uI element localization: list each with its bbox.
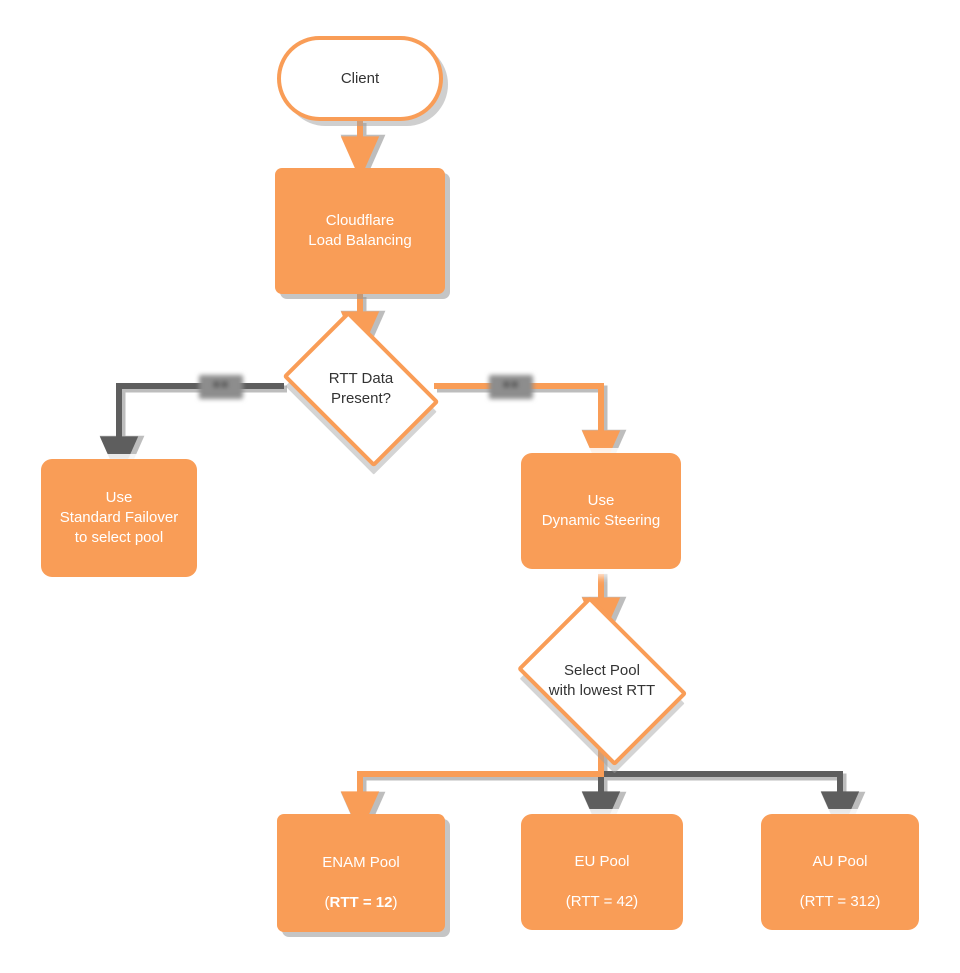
node-rtt-decision[interactable]: RTT Data Present? xyxy=(277,310,445,468)
edge-shadows xyxy=(99,123,866,843)
node-enam-pool-paren-close: ) xyxy=(392,893,398,911)
node-enam-pool-paren-open: ( xyxy=(324,893,330,911)
node-au-pool-label: AU Pool (RTT = 312) xyxy=(794,832,887,911)
edge-label-yes: ■■ xyxy=(489,375,533,399)
edge-select-to-au-pool xyxy=(601,771,860,835)
node-eu-pool-line1: EU Pool xyxy=(574,853,630,871)
node-au-pool[interactable]: AU Pool (RTT = 312) xyxy=(761,814,919,930)
node-standard-failover-label: Use Standard Failover to select pool xyxy=(59,489,179,546)
node-client[interactable]: Client xyxy=(277,36,443,121)
edge-select-to-enam-pool xyxy=(340,745,604,835)
node-dynamic-steering-label: Use Dynamic Steering xyxy=(541,492,661,529)
node-select-pool-label: Select Pool with lowest RTT xyxy=(548,662,656,699)
edge-group-default xyxy=(99,383,860,835)
node-select-pool[interactable]: Select Pool with lowest RTT xyxy=(512,595,692,767)
node-standard-failover[interactable]: Use Standard Failover to select pool xyxy=(41,459,197,577)
node-load-balancing[interactable]: Cloudflare Load Balancing xyxy=(275,168,445,294)
node-dynamic-steering[interactable]: Use Dynamic Steering xyxy=(521,453,681,569)
edge-label-no: ■■ xyxy=(199,375,243,399)
node-eu-pool[interactable]: EU Pool (RTT = 42) xyxy=(521,814,683,930)
node-enam-pool-rtt: RTT = 12 xyxy=(329,893,393,911)
node-load-balancing-label: Cloudflare Load Balancing xyxy=(308,212,412,249)
node-au-pool-rtt: (RTT = 312) xyxy=(799,892,881,910)
node-eu-pool-rtt: (RTT = 42) xyxy=(565,892,639,910)
node-eu-pool-label: EU Pool (RTT = 42) xyxy=(560,832,644,911)
node-rtt-decision-label: RTT Data Present? xyxy=(328,370,394,407)
node-client-label: Client xyxy=(340,69,380,87)
node-enam-pool-label: ENAM Pool (RTT = 12) xyxy=(316,833,406,912)
node-enam-pool-line1: ENAM Pool xyxy=(322,854,400,872)
node-au-pool-line1: AU Pool xyxy=(812,853,868,871)
node-enam-pool[interactable]: ENAM Pool (RTT = 12) xyxy=(277,814,445,932)
